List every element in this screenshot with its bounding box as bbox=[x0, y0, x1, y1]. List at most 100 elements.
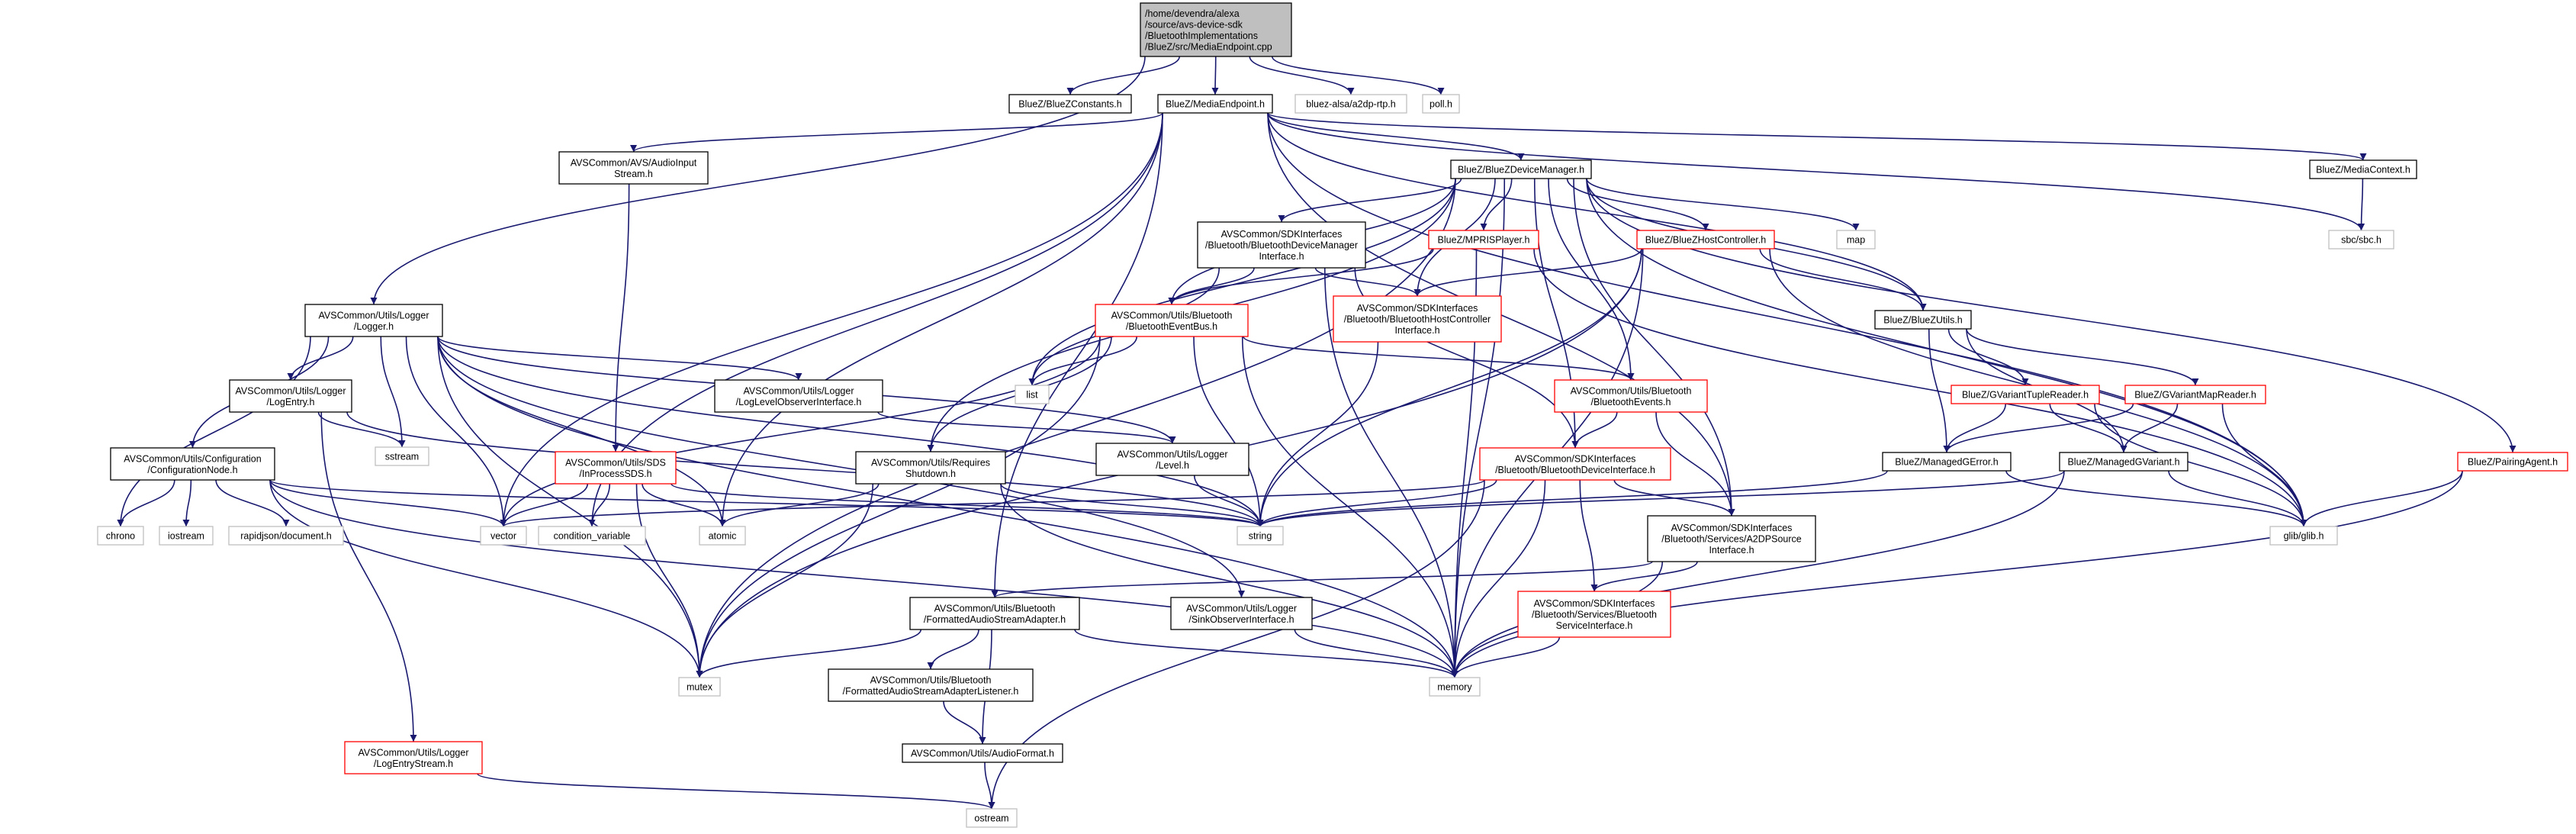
node-label-line: AVSCommon/Utils/AudioFormat.h bbox=[911, 749, 1054, 759]
node-bt-events[interactable]: AVSCommon/Utils/Bluetooth/BluetoothEvent… bbox=[1554, 379, 1708, 413]
edge-media_endpoint_h-to-bluez_device_manager bbox=[1267, 112, 1525, 161]
node-bluez-device-manager[interactable]: BlueZ/BlueZDeviceManager.h bbox=[1450, 159, 1592, 179]
edge-gvariant_map_reader-to-glib bbox=[2221, 403, 2307, 527]
node-bt-host-controller-iface[interactable]: AVSCommon/SDKInterfaces/Bluetooth/Blueto… bbox=[1333, 295, 1502, 343]
node-box bbox=[1237, 526, 1284, 546]
node-label-line: poll.h bbox=[1430, 99, 1452, 110]
node-label-line: BlueZ/MPRISPlayer.h bbox=[1438, 235, 1530, 246]
node-label-line: /Level.h bbox=[1156, 460, 1189, 471]
node-pairing-agent[interactable]: BlueZ/PairingAgent.h bbox=[2457, 452, 2568, 472]
edge-media_endpoint_h-to-vector bbox=[500, 112, 1163, 527]
node-logger-h[interactable]: AVSCommon/Utils/Logger/Logger.h bbox=[304, 304, 443, 337]
edge-logger_h-to-mutex bbox=[437, 336, 703, 678]
node-managed-gvariant[interactable]: BlueZ/ManagedGVariant.h bbox=[2059, 452, 2188, 472]
edge-bt_events-to-a2dp_source_iface bbox=[1655, 411, 1735, 517]
node-label-line: AVSCommon/Utils/Logger bbox=[1118, 449, 1228, 459]
node-label-line: /LogEntryStream.h bbox=[374, 758, 453, 769]
node-iostream: iostream bbox=[159, 526, 214, 546]
node-label-line: AVSCommon/SDKInterfaces bbox=[1221, 229, 1343, 240]
node-box bbox=[2457, 452, 2568, 472]
node-root[interactable]: /home/devendra/alexa/source/avs-device-s… bbox=[1140, 2, 1292, 57]
edge-gvariant_map_reader-to-managed_gvariant bbox=[2120, 403, 2179, 453]
edge-bluez_host_controller-to-bt_host_controller_iface bbox=[1413, 248, 1642, 297]
node-in-process-sds[interactable]: AVSCommon/Utils/SDS/InProcessSDS.h bbox=[555, 451, 677, 485]
node-bt-device-iface[interactable]: AVSCommon/SDKInterfaces/Bluetooth/Blueto… bbox=[1479, 447, 1671, 481]
node-log-entry[interactable]: AVSCommon/Utils/Logger/LogEntry.h bbox=[229, 379, 352, 413]
node-label-line: /BluetoothImplementations bbox=[1145, 31, 1258, 41]
node-managed-gerror[interactable]: BlueZ/ManagedGError.h bbox=[1882, 452, 2012, 472]
node-gvariant-map-reader[interactable]: BlueZ/GVariantMapReader.h bbox=[2124, 385, 2266, 404]
node-audio-format[interactable]: AVSCommon/Utils/AudioFormat.h bbox=[902, 743, 1063, 763]
node-a2dp-source-iface[interactable]: AVSCommon/SDKInterfaces/Bluetooth/Servic… bbox=[1647, 515, 1816, 562]
edge-requires_shutdown-to-mutex bbox=[696, 483, 874, 678]
edge-bt_events-to-bt_device_iface bbox=[1571, 411, 1618, 449]
node-box bbox=[1333, 295, 1502, 343]
node-sbc: sbc/sbc.h bbox=[2328, 230, 2394, 250]
edge-requires_shutdown-to-memory bbox=[1000, 483, 1458, 678]
node-map: map bbox=[1836, 230, 1876, 250]
node-box bbox=[2309, 159, 2417, 179]
node-configuration-node[interactable]: AVSCommon/Utils/Configuration/Configurat… bbox=[110, 447, 275, 481]
node-box bbox=[159, 526, 214, 546]
node-box bbox=[2269, 526, 2338, 546]
node-label-line: AVSCommon/SDKInterfaces bbox=[1357, 303, 1478, 314]
edge-bluez_host_controller-to-bluez_utils bbox=[1759, 248, 1927, 311]
node-label-line: AVSCommon/SDKInterfaces bbox=[1515, 453, 1636, 464]
node-box bbox=[555, 451, 677, 485]
node-gvariant-tuple-reader[interactable]: BlueZ/GVariantTupleReader.h bbox=[1950, 385, 2100, 404]
edge-bluez_device_manager-to-memory bbox=[1451, 178, 1506, 678]
edge-bluez_utils-to-gvariant_tuple_reader bbox=[1947, 328, 2029, 386]
node-box bbox=[1636, 230, 1775, 250]
node-box bbox=[538, 526, 646, 546]
edge-bt_device_manager_iface-to-memory bbox=[1323, 267, 1458, 678]
edge-in_process_sds-to-atomic bbox=[642, 483, 726, 527]
node-bluez-host-controller[interactable]: BlueZ/BlueZHostController.h bbox=[1636, 230, 1775, 250]
edge-bluez_device_manager-to-bluez_host_controller bbox=[1566, 178, 1709, 231]
node-label-line: BlueZ/GVariantMapReader.h bbox=[2134, 390, 2256, 401]
node-log-level-observer[interactable]: AVSCommon/Utils/Logger/LogLevelObserverI… bbox=[714, 379, 883, 413]
node-formatted-audio-stream-adapter[interactable]: AVSCommon/Utils/Bluetooth/FormattedAudio… bbox=[909, 597, 1080, 630]
node-bluez-constants[interactable]: BlueZ/BlueZConstants.h bbox=[1008, 94, 1132, 114]
edge-bluez_host_controller-to-string bbox=[1256, 248, 1642, 527]
edge-logger_h-to-chrono bbox=[117, 336, 311, 527]
node-bt-device-manager-iface[interactable]: AVSCommon/SDKInterfaces/Bluetooth/Blueto… bbox=[1197, 221, 1366, 269]
node-sink-observer[interactable]: AVSCommon/Utils/Logger/SinkObserverInter… bbox=[1170, 597, 1313, 630]
node-formatted-adapter-listener[interactable]: AVSCommon/Utils/Bluetooth/FormattedAudio… bbox=[828, 668, 1034, 702]
node-label-line: /BluetoothEventBus.h bbox=[1126, 321, 1217, 332]
node-media-context[interactable]: BlueZ/MediaContext.h bbox=[2309, 159, 2417, 179]
edge-managed_gerror-to-string bbox=[1256, 470, 1888, 527]
node-box bbox=[909, 597, 1080, 630]
edge-managed_gvariant-to-glib bbox=[2168, 470, 2307, 527]
edge-root-to-media_endpoint_h bbox=[1211, 56, 1219, 95]
edge-mpris_player-to-glib bbox=[1533, 248, 2307, 527]
node-label-line: /Logger.h bbox=[354, 321, 394, 332]
node-label-line: /ConfigurationNode.h bbox=[147, 465, 237, 475]
node-label-line: Interface.h bbox=[1394, 325, 1439, 336]
edge-gvariant_tuple_reader-to-managed_gvariant bbox=[2049, 403, 2127, 453]
node-label-line: AVSCommon/Utils/Configuration bbox=[124, 453, 261, 464]
node-label-line: BlueZ/PairingAgent.h bbox=[2468, 457, 2558, 468]
node-logger-level[interactable]: AVSCommon/Utils/Logger/Level.h bbox=[1095, 443, 1249, 476]
node-box bbox=[699, 526, 746, 546]
node-box bbox=[1008, 94, 1132, 114]
node-log-entry-stream[interactable]: AVSCommon/Utils/Logger/LogEntryStream.h bbox=[344, 741, 483, 774]
node-label-line: BlueZ/BlueZConstants.h bbox=[1018, 99, 1122, 110]
edge-media_endpoint_h-to-bluez_utils bbox=[1267, 112, 1927, 311]
node-bluez-utils[interactable]: BlueZ/BlueZUtils.h bbox=[1874, 310, 1972, 330]
node-bt-event-bus[interactable]: AVSCommon/Utils/Bluetooth/BluetoothEvent… bbox=[1095, 304, 1249, 337]
edge-bluez_device_manager-to-map bbox=[1586, 178, 1860, 231]
edge-bluez_utils-to-managed_gerror bbox=[1928, 328, 1950, 453]
edge-mpris_player-to-bt_event_bus bbox=[1168, 248, 1434, 305]
node-bt-service-iface[interactable]: AVSCommon/SDKInterfaces/Bluetooth/Servic… bbox=[1517, 591, 1671, 638]
node-box bbox=[1836, 230, 1876, 250]
node-memory: memory bbox=[1429, 677, 1481, 697]
node-box bbox=[480, 526, 527, 546]
node-label-line: BlueZ/ManagedGVariant.h bbox=[2067, 457, 2179, 468]
node-mpris-player[interactable]: BlueZ/MPRISPlayer.h bbox=[1428, 230, 1539, 250]
node-label-line: /home/devendra/alexa bbox=[1145, 8, 1240, 19]
node-media-endpoint-h[interactable]: BlueZ/MediaEndpoint.h bbox=[1157, 94, 1273, 114]
node-label-line: Interface.h bbox=[1709, 545, 1754, 555]
node-label-line: /BluetoothEvents.h bbox=[1591, 397, 1671, 407]
